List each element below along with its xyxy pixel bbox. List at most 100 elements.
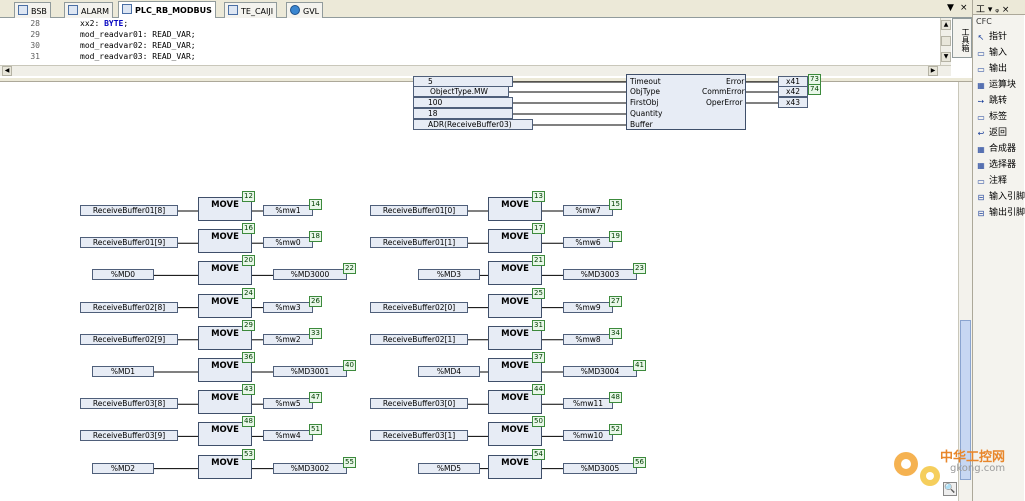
toolbox-side-tab[interactable]: 工具箱 [952, 18, 972, 58]
move-input-variable[interactable]: ReceiveBuffer03[0] [370, 398, 468, 410]
move-output-variable[interactable]: %MD3004 [563, 366, 637, 377]
move-input-variable[interactable]: ReceiveBuffer01[9] [80, 237, 178, 249]
read-var-input[interactable]: 18 [413, 108, 513, 119]
move-input-variable[interactable]: %MD5 [418, 462, 480, 474]
order-number-badge: 47 [309, 392, 322, 404]
return-icon: ↩ [977, 129, 985, 138]
read-var-block[interactable] [626, 74, 746, 130]
move-input-variable[interactable]: %MD2 [92, 462, 154, 474]
order-number-badge: 43 [242, 384, 255, 396]
read-var-pin-in: ObjType [630, 87, 660, 96]
move-output-variable[interactable]: %mw5 [263, 398, 313, 410]
read-var-output[interactable]: x42 [778, 86, 808, 97]
move-block[interactable]: MOVE [488, 261, 542, 286]
move-output-variable[interactable]: %mw7 [563, 205, 613, 216]
move-output-variable[interactable]: %mw1 [263, 205, 313, 216]
move-output-variable[interactable]: %MD3001 [273, 366, 347, 377]
move-output-variable[interactable]: %mw0 [263, 237, 313, 249]
move-input-variable[interactable]: ReceiveBuffer01[0] [370, 205, 468, 216]
read-var-input[interactable]: ObjectType.MW [413, 86, 509, 97]
scroll-right-arrow-icon[interactable]: ▶ [928, 66, 938, 76]
move-output-variable[interactable]: %mw3 [263, 301, 313, 313]
move-input-variable[interactable]: ReceiveBuffer03[9] [80, 430, 178, 442]
declaration-horizontal-scrollbar[interactable]: ◀ ▶ [0, 65, 951, 76]
order-number-badge: 13 [532, 191, 545, 202]
toolbox-item-label[interactable]: ▭标签 [976, 110, 1007, 124]
zoom-icon[interactable]: 🔍 [943, 482, 957, 496]
move-input-variable[interactable]: ReceiveBuffer03[8] [80, 398, 178, 410]
move-output-variable[interactable]: %mw9 [563, 301, 613, 313]
tab-gvl[interactable]: GVL [286, 2, 324, 18]
move-input-variable[interactable]: ReceiveBuffer02[0] [370, 301, 468, 313]
move-output-variable[interactable]: %MD3002 [273, 462, 347, 474]
tab-alarm[interactable]: ALARM [64, 2, 114, 18]
toolbox-item-composer[interactable]: ▦合成器 [976, 142, 1016, 156]
scroll-left-arrow-icon[interactable]: ◀ [2, 66, 12, 76]
close-editor-icon[interactable]: × [960, 3, 968, 13]
declaration-vertical-scrollbar[interactable]: ▲ ▼ [940, 18, 951, 65]
move-input-variable[interactable]: %MD4 [418, 366, 480, 377]
toolbox-item-box[interactable]: ▦运算块 [976, 78, 1016, 92]
scroll-down-arrow-icon[interactable]: ▼ [941, 52, 951, 62]
toolbox-item-jump[interactable]: ➙跳转 [976, 94, 1007, 108]
move-output-variable[interactable]: %MD3005 [563, 462, 637, 474]
order-number-badge: 36 [242, 352, 255, 363]
move-block[interactable]: MOVE [198, 261, 252, 286]
move-input-variable[interactable]: ReceiveBuffer02[1] [370, 333, 468, 345]
tab-plc_rb_modbus[interactable]: PLC_RB_MODBUS [118, 1, 216, 18]
move-input-variable[interactable]: %MD1 [92, 366, 154, 377]
order-number-badge: 23 [633, 263, 646, 275]
move-output-variable[interactable]: %MD3003 [563, 269, 637, 281]
toolbox-item-pointer[interactable]: ↖指针 [976, 30, 1007, 44]
move-output-variable[interactable]: %mw2 [263, 333, 313, 345]
toolbox-item-comment[interactable]: ▭注释 [976, 174, 1007, 188]
toolbox-item-return[interactable]: ↩返回 [976, 126, 1007, 140]
toolbox-category: CFC [976, 17, 992, 26]
diagram-scroll-thumb[interactable] [960, 320, 971, 480]
toolbox-item-input[interactable]: ▭输入 [976, 46, 1007, 60]
tab-list-dropdown-icon[interactable]: ▼ [947, 3, 954, 13]
move-input-variable[interactable]: ReceiveBuffer03[1] [370, 430, 468, 442]
tab-te_caiji[interactable]: TE_CAIJI [224, 2, 278, 18]
move-input-variable[interactable]: %MD3 [418, 269, 480, 281]
scroll-up-arrow-icon[interactable]: ▲ [941, 20, 951, 30]
order-number-badge: 50 [532, 416, 545, 428]
toolbox-item-selector[interactable]: ▦选择器 [976, 158, 1016, 172]
order-number-badge: 55 [343, 456, 356, 468]
order-number-badge: 25 [532, 287, 545, 299]
move-input-variable[interactable]: %MD0 [92, 269, 154, 281]
move-output-variable[interactable]: %MD3000 [273, 269, 347, 281]
order-number-badge: 53 [242, 448, 255, 460]
move-input-variable[interactable]: ReceiveBuffer02[9] [80, 333, 178, 345]
read-var-input[interactable]: ADR(ReceiveBuffer03) [413, 119, 533, 130]
toolbox-item-output-pin[interactable]: ⊟输出引脚 [976, 206, 1025, 220]
toolbox-item-output[interactable]: ▭输出 [976, 62, 1007, 76]
diagram-vertical-scrollbar[interactable] [958, 82, 972, 501]
read-var-input[interactable]: 100 [413, 97, 513, 108]
move-input-variable[interactable]: ReceiveBuffer02[8] [80, 301, 178, 313]
scroll-thumb[interactable] [941, 36, 951, 46]
read-var-output[interactable]: x43 [778, 97, 808, 108]
move-output-variable[interactable]: %mw8 [563, 333, 613, 345]
move-output-variable[interactable]: %mw6 [563, 237, 613, 249]
order-number-badge: 51 [309, 424, 322, 436]
move-block[interactable]: MOVE [488, 422, 542, 447]
move-input-variable[interactable]: ReceiveBuffer01[1] [370, 237, 468, 249]
move-output-variable[interactable]: %mw11 [563, 398, 613, 410]
order-number-badge: 48 [242, 416, 255, 428]
tab-bsb[interactable]: BSB [14, 2, 51, 18]
pou-icon [122, 4, 132, 14]
toolbox-header[interactable]: 工 ▾ ᵩ × [973, 0, 1025, 15]
order-number-badge: 22 [343, 263, 356, 275]
toolbox-item-input-pin[interactable]: ⊟输入引脚 [976, 190, 1025, 204]
move-output-variable[interactable]: %mw4 [263, 430, 313, 442]
move-output-variable[interactable]: %mw10 [563, 430, 613, 442]
move-input-variable[interactable]: ReceiveBuffer01[8] [80, 205, 178, 216]
toolbox-item-label: 跳转 [989, 96, 1008, 106]
